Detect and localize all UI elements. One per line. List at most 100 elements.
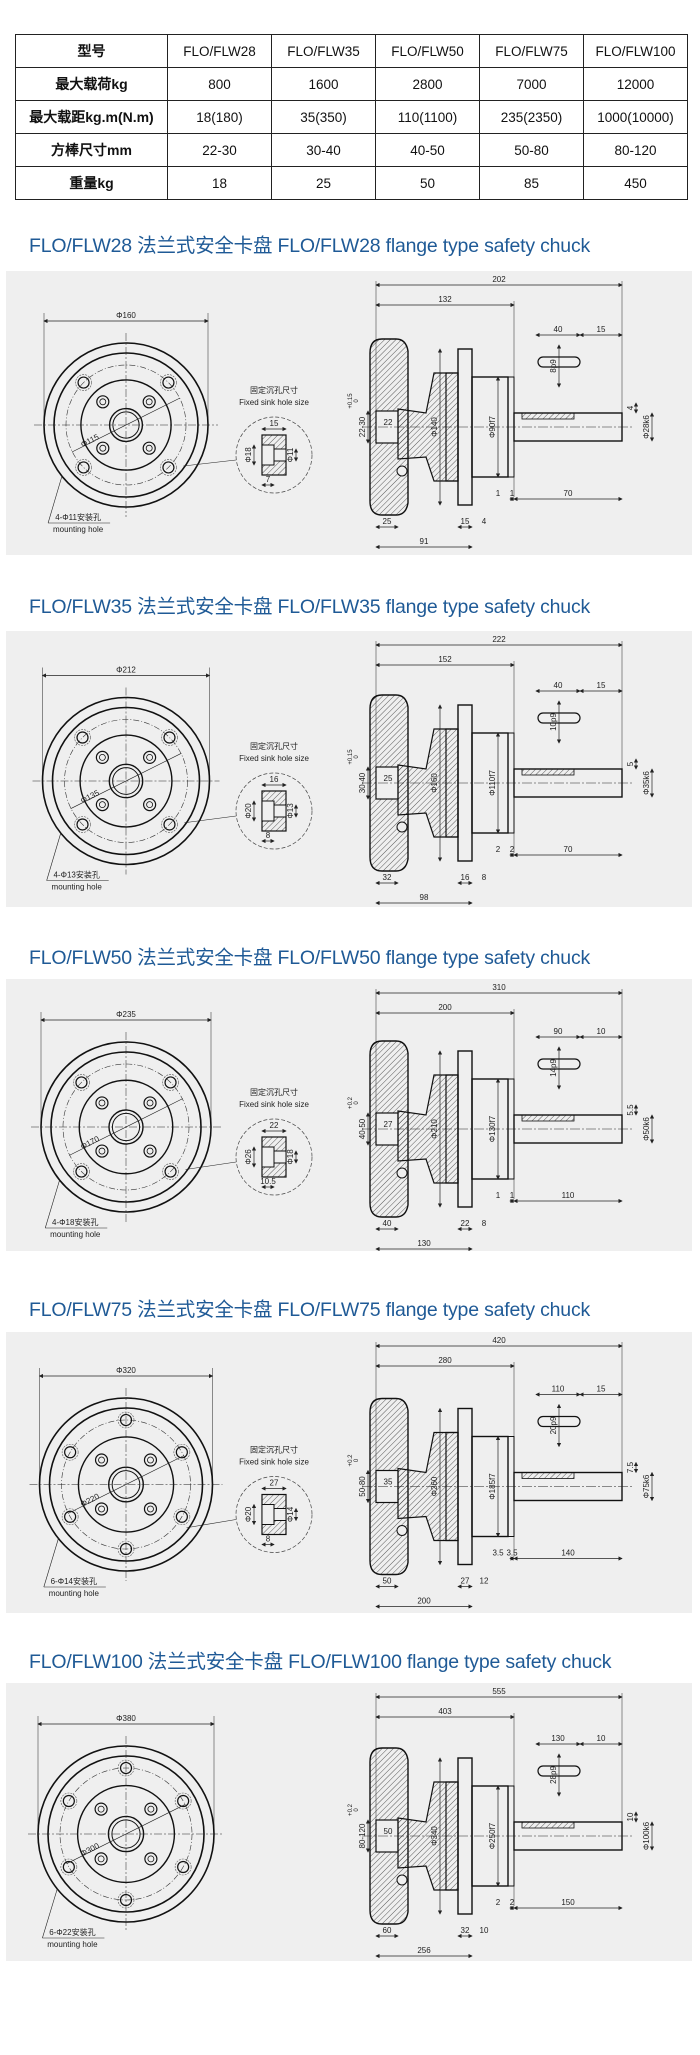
- overall-chuck-dim-label: 130: [417, 1239, 431, 1248]
- mounting-hole-outline: [174, 1858, 192, 1876]
- key-length-dim-label: 90: [554, 1027, 563, 1036]
- key-length-dim-label: 40: [554, 681, 563, 690]
- gap-label-outer: 2: [496, 845, 501, 854]
- section-heading-flw50: FLO/FLW50 法兰式安全卡盘 FLO/FLW50 flange type …: [29, 947, 591, 969]
- jaw-screw-inner: [98, 1099, 106, 1107]
- sink-hole-title-cn: 固定沉孔尺寸: [250, 385, 298, 395]
- gap-dim-label: 1: [510, 489, 515, 498]
- shaft-dia-dim-label: Φ100k6: [642, 1821, 651, 1850]
- table-cell: 50: [375, 166, 480, 200]
- mounting-hole: [62, 1794, 75, 1808]
- overall-chuck-dim-label: 91: [420, 537, 429, 546]
- row-label: 方棒尺寸mm: [15, 133, 168, 167]
- row-label: 最大载距kg.m(N.m): [15, 100, 168, 134]
- jaw-screw: [95, 1144, 109, 1158]
- jaw-screw: [96, 441, 110, 455]
- section-heading-flw35: FLO/FLW35 法兰式安全卡盘 FLO/FLW35 flange type …: [29, 596, 591, 618]
- bar-depth-label: 22: [384, 418, 393, 427]
- header-cell: FLO/FLW50: [375, 34, 480, 68]
- key-length-dim-label: 40: [554, 325, 563, 334]
- sink-depth-dim-label: 8: [266, 1535, 271, 1544]
- table-cell: 1000(10000): [583, 100, 688, 134]
- step-label: 8: [482, 1219, 487, 1228]
- sink-width-dim-label: 27: [270, 1479, 279, 1488]
- mounting-hole-outline: [61, 1508, 79, 1526]
- bar-depth-label: 27: [384, 1120, 393, 1129]
- shaft-length-dim-label: 110: [562, 1191, 575, 1200]
- counterbore: [261, 1146, 275, 1168]
- bar-depth-label: 35: [384, 1478, 393, 1487]
- flange-dia-dim-label: Φ160: [430, 773, 439, 793]
- mounting-hole-outline: [173, 1443, 191, 1461]
- jaw-screw: [143, 1144, 157, 1158]
- key-depth-dim-label: 10: [626, 1812, 635, 1821]
- table-cell: 12000: [583, 67, 688, 101]
- counterbore: [261, 444, 275, 466]
- shaft-length-dim-label: 150: [561, 1898, 575, 1907]
- sink-depth-dim-label: 10.5: [260, 1177, 276, 1186]
- mounting-hole-label-en: mounting hole: [47, 1940, 98, 1949]
- sink-dia-small-dim-label: Φ18: [286, 1149, 295, 1165]
- flange-dia-dim-label: Φ260: [430, 1476, 439, 1496]
- total-length-dim-label: 555: [492, 1687, 506, 1696]
- jaw-screw-inner: [146, 1099, 154, 1107]
- mounting-hole: [119, 1893, 133, 1907]
- table-cell: 800: [167, 67, 272, 101]
- mounting-hole-outline: [60, 1858, 78, 1876]
- spec-row-weight: 重量kg 18 25 50 85 450: [15, 166, 688, 200]
- mounting-hole: [175, 1510, 188, 1523]
- tolerance-upper: +0.15: [348, 749, 354, 765]
- keyway-section: [521, 768, 575, 776]
- body-length-dim-label: 280: [438, 1356, 452, 1365]
- jaw-screw-inner: [147, 1505, 154, 1513]
- jaw-screw: [95, 750, 109, 764]
- total-length-dim-label: 310: [492, 983, 506, 992]
- mounting-hole-label-en: mounting hole: [53, 525, 104, 534]
- bar-range-dim-label: 30-40: [358, 772, 367, 793]
- outer-diameter-dim-label: Φ380: [116, 1714, 136, 1723]
- jaw-screw-inner: [97, 1855, 105, 1863]
- key-end-dim-label: 15: [597, 325, 606, 334]
- table-cell: 50-80: [479, 133, 584, 167]
- spec-row-max-moment: 最大载距kg.m(N.m) 18(180) 35(350) 110(1100) …: [15, 100, 688, 134]
- mounting-hole: [119, 1761, 133, 1775]
- overall-chuck-dim-label: 200: [417, 1597, 431, 1606]
- shaft-dia-dim-label: Φ75k6: [642, 1474, 651, 1498]
- locking-pin: [396, 1525, 408, 1536]
- key-end-dim-label: 10: [597, 1027, 606, 1036]
- mounting-hole: [64, 1510, 77, 1523]
- mounting-hole-outline: [117, 1759, 135, 1777]
- jaw-screw-inner: [98, 801, 106, 809]
- locking-pin: [396, 1874, 408, 1886]
- jaw-screw-inner: [147, 1456, 154, 1464]
- jaw-screw-inner: [146, 753, 154, 761]
- jaw-screw-inner: [145, 444, 153, 452]
- table-cell: 18(180): [167, 100, 272, 134]
- jaw-screw: [94, 1802, 108, 1816]
- locking-pin: [396, 1167, 408, 1179]
- through-hole: [273, 804, 287, 818]
- flange-thickness-dim-label: 16: [461, 873, 470, 882]
- table-cell: 30-40: [271, 133, 376, 167]
- mounting-hole: [177, 1860, 190, 1874]
- mounting-hole-outline: [174, 1792, 192, 1810]
- through-hole: [273, 448, 287, 462]
- bolt-circle-dim: [67, 1455, 185, 1514]
- mounting-hole-outline: [61, 1443, 79, 1461]
- key-end-dim-label: 15: [597, 1385, 606, 1394]
- spec-table-header-row: 型号 FLO/FLW28 FLO/FLW35 FLO/FLW50 FLO/FLW…: [15, 34, 688, 68]
- sink-hole-title-en: Fixed sink hole size: [239, 754, 309, 763]
- jaw-screw: [143, 798, 157, 812]
- shaft-dia-dim-label: Φ35k6: [642, 771, 651, 795]
- shaft-dia-dim-label: Φ50k6: [642, 1117, 651, 1141]
- mounting-hole-outline: [73, 1163, 90, 1180]
- flange-dia-dim-label: Φ140: [430, 417, 439, 437]
- table-cell: 1600: [271, 67, 376, 101]
- locking-pin: [396, 821, 408, 833]
